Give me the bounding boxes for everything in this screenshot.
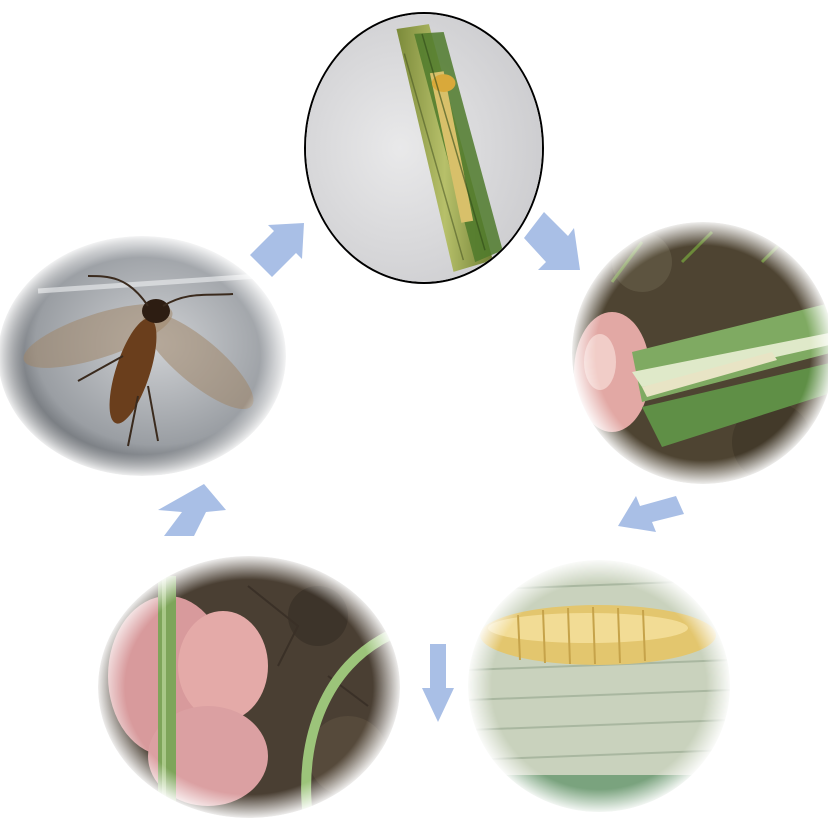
- stage-photo-larva: [468, 560, 730, 812]
- cycle-arrow-1: [246, 215, 310, 285]
- cycle-arrow-4: [422, 642, 454, 724]
- larva-icon: [468, 560, 730, 812]
- winged-insect-icon: [0, 236, 286, 476]
- stage-photo-damaged-plant: [98, 556, 400, 818]
- stage-photo-adult-insect: [0, 236, 286, 476]
- stage-photo-eggs-on-leaf: [572, 222, 828, 484]
- leaf-with-eggs-icon: [572, 222, 828, 484]
- seedling-icon: [98, 556, 400, 818]
- cycle-arrow-5: [154, 482, 230, 538]
- stage-photo-egg-in-stem: [304, 12, 544, 284]
- cycle-arrow-3: [616, 492, 686, 544]
- stem-cross-section-icon: [306, 14, 542, 282]
- cycle-arrow-2: [524, 208, 586, 280]
